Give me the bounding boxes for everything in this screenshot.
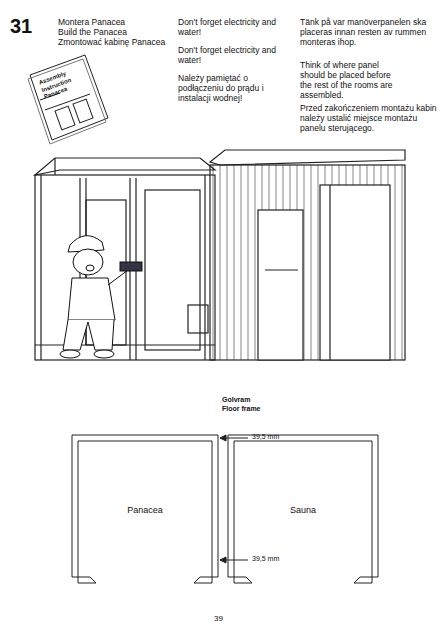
booklet [28,55,108,144]
note-text: Golvram [222,396,282,405]
note-text: Don't forget electricity and water! [178,17,276,37]
floor-frame: Sauna [240,447,366,573]
room-name: Sauna [290,505,316,515]
note-text: Zmontować kabinę Panacea [58,37,173,47]
note-text: Think of where panel should be placed be… [300,60,400,100]
sauna-cabin [210,150,405,360]
note-text: Przed zakończeniem montażu kabin należy … [300,103,440,133]
note-text: 39,5 mm [252,433,297,442]
note-text: Don't forget electricity and water! [178,45,276,65]
note-text: Floor frame [222,405,282,414]
floor-frame: Panacea [84,447,206,573]
room-name: Panacea [127,505,163,515]
note-text: Build the Panacea [58,27,168,37]
floor-frames [72,435,378,583]
panacea-cabin [35,158,215,360]
note-text: Tänk på var manöverpanelen ska placeras … [300,17,438,47]
page-number: 39 [214,614,234,624]
worker-figure [60,236,142,358]
note-text: 39,5 mm [252,555,297,564]
step-number: 31 [10,16,40,38]
note-text: Montera Panacea [58,17,168,27]
note-text: Należy pamiętać o podłączeniu do prądu i… [178,73,286,103]
